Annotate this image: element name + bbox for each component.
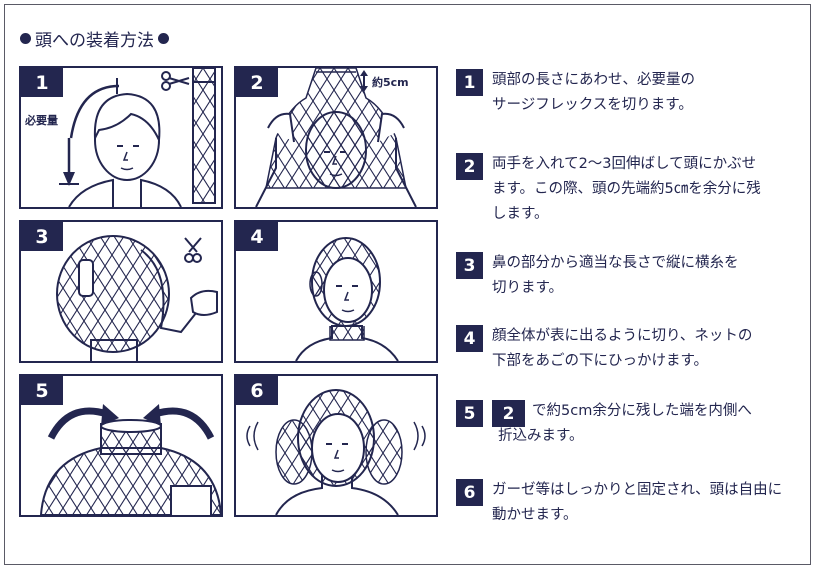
panel-6: 6 [234, 374, 438, 517]
panel-6-illustration [246, 389, 426, 515]
step-number: 3 [456, 252, 483, 279]
step-number: 5 [456, 400, 483, 427]
step-2: 2 両手を入れて2～3回伸ばして頭にかぶせ ます。この際、頭の先端約5㎝を余分に… [456, 153, 761, 227]
panel-1-illustration [59, 68, 216, 207]
step-number: 4 [456, 325, 483, 352]
panel-4: 4 [234, 220, 438, 363]
step-text: で約5cm余分に残した端を内側へ 折込みます。 [498, 403, 752, 444]
panel-number: 1 [21, 68, 63, 97]
panel-3: 3 [19, 220, 223, 363]
bullet-icon [20, 33, 31, 44]
five-cm-label: 約5cm [372, 76, 409, 89]
page-frame [4, 4, 811, 565]
step-6: 6 ガーゼ等はしっかりと固定され、頭は自由に 動かせます。 [456, 479, 782, 528]
step-number: 1 [456, 69, 483, 96]
panel-3-illustration [56, 235, 218, 361]
panel-number: 2 [236, 68, 278, 97]
step-text: 両手を入れて2～3回伸ばして頭にかぶせ ます。この際、頭の先端約5㎝を余分に残 … [492, 156, 761, 222]
step-text: 頭部の長さにあわせ、必要量の サージフレックスを切ります。 [492, 72, 695, 113]
panel-2: 2 約5cm [234, 66, 438, 209]
step-text: ガーゼ等はしっかりと固定され、頭は自由に 動かせます。 [492, 482, 783, 523]
scissors-icon [161, 71, 190, 91]
panel-5: 5 [19, 374, 223, 517]
step-5: 5 2 で約5cm余分に残した端を内側へ 折込みます。 [456, 400, 752, 449]
scissors-icon [184, 237, 202, 263]
panel-2-illustration [255, 68, 417, 207]
step-text: 鼻の部分から適当な長さで縦に横糸を 切ります。 [492, 255, 739, 296]
step-text: 顔全体が表に出るように切り、ネットの 下部をあごの下にひっかけます。 [492, 328, 753, 369]
title-text: 頭への装着方法 [35, 31, 154, 51]
panel-number: 3 [21, 222, 63, 251]
step-4: 4 顔全体が表に出るように切り、ネットの 下部をあごの下にひっかけます。 [456, 325, 752, 374]
bullet-icon [158, 33, 169, 44]
panel-5-illustration [39, 404, 221, 515]
step-1: 1 頭部の長さにあわせ、必要量の サージフレックスを切ります。 [456, 69, 695, 118]
page-title: 頭への装着方法 [20, 26, 169, 51]
panel-number: 4 [236, 222, 278, 251]
step-3: 3 鼻の部分から適当な長さで縦に横糸を 切ります。 [456, 252, 739, 301]
panel-number: 5 [21, 376, 63, 405]
panel-1: 1 必要量 [19, 66, 223, 209]
panel-4-illustration [295, 237, 399, 361]
step-reference-badge: 2 [492, 400, 525, 427]
required-amount-label: 必要量 [25, 114, 58, 127]
step-number: 2 [456, 153, 483, 180]
panel-number: 6 [236, 376, 278, 405]
step-number: 6 [456, 479, 483, 506]
